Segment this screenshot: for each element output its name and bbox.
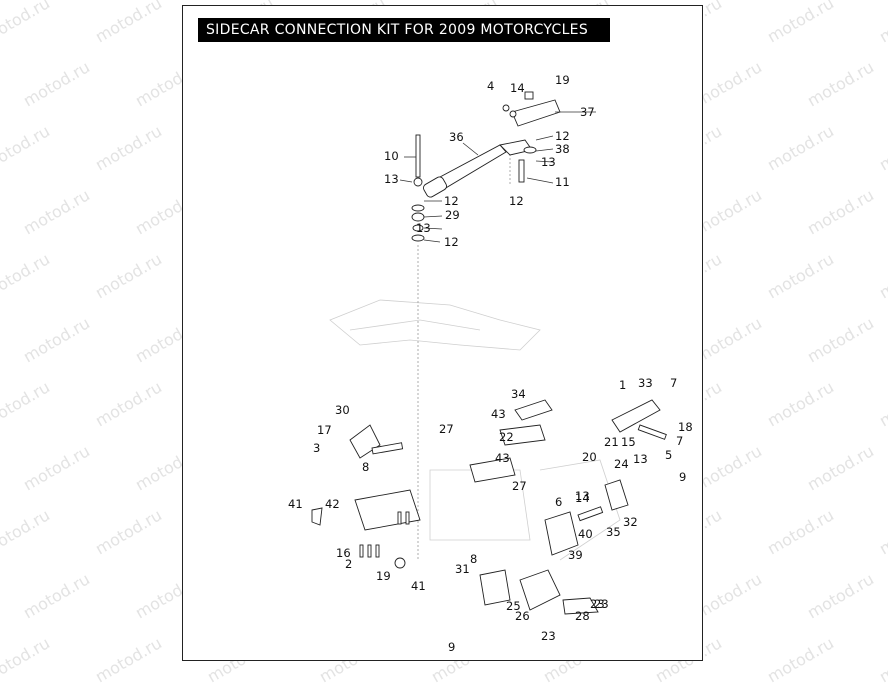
part-callout-11: 11: [555, 175, 570, 189]
part-callout-31: 31: [455, 562, 470, 576]
part-callout-6: 6: [555, 495, 562, 509]
part-callout-29: 29: [445, 208, 460, 222]
part-callout-33: 33: [638, 376, 653, 390]
part-callout-3: 3: [313, 441, 320, 455]
part-callout-13: 13: [541, 155, 556, 169]
part-callout-15: 15: [621, 435, 636, 449]
part-callout-12: 12: [444, 194, 459, 208]
part-callout-13: 13: [416, 221, 431, 235]
part-callout-23: 23: [594, 597, 609, 611]
bolt-group-left: [359, 511, 410, 558]
part-callout-5: 5: [665, 448, 672, 462]
part-callout-13: 13: [575, 489, 590, 503]
part-callout-7: 7: [670, 376, 677, 390]
part-callout-14: 14: [510, 81, 525, 95]
part-callout-8: 8: [470, 552, 477, 566]
part-callout-16: 16: [336, 546, 351, 560]
part-callout-20: 20: [582, 450, 597, 464]
part-callout-13: 13: [384, 172, 399, 186]
part-callout-19: 19: [376, 569, 391, 583]
part-callout-24: 24: [614, 457, 629, 471]
part-callout-9: 9: [679, 470, 686, 484]
part-callout-41: 41: [411, 579, 426, 593]
part-callout-2: 2: [345, 557, 352, 571]
diagram-title: SIDECAR CONNECTION KIT FOR 2009 MOTORCYC…: [198, 18, 610, 42]
part-callout-23: 23: [541, 629, 556, 643]
part-callout-14: 14: [575, 491, 590, 505]
part-callout-4: 4: [487, 79, 494, 93]
part-callout-13: 13: [633, 452, 648, 466]
dashed-leader-lines: [417, 150, 511, 560]
part-callout-28: 28: [575, 609, 590, 623]
part-callout-37: 37: [580, 105, 595, 119]
part-callout-39: 39: [568, 548, 583, 562]
part-callout-21: 21: [604, 435, 619, 449]
part-callout-23: 23: [590, 597, 605, 611]
part-callout-40: 40: [578, 527, 593, 541]
part-callout-43: 43: [491, 407, 506, 421]
part-callout-36: 36: [449, 130, 464, 144]
part-callout-27: 27: [439, 422, 454, 436]
callout-leaders: [399, 111, 596, 243]
part-callout-41: 41: [288, 497, 303, 511]
part-callout-25: 25: [506, 599, 521, 613]
part-callout-43: 43: [495, 451, 510, 465]
lower-center-assembly: [469, 399, 667, 615]
part-callout-32: 32: [623, 515, 638, 529]
part-callout-10: 10: [384, 149, 399, 163]
part-callout-26: 26: [515, 609, 530, 623]
part-callout-19: 19: [555, 73, 570, 87]
part-callout-12: 12: [509, 194, 524, 208]
part-callout-27: 27: [512, 479, 527, 493]
part-callout-42: 42: [325, 497, 340, 511]
part-callout-8: 8: [362, 460, 369, 474]
diagram-frame: [182, 5, 703, 661]
part-callout-30: 30: [335, 403, 350, 417]
part-callout-7: 7: [676, 434, 683, 448]
part-callout-34: 34: [511, 387, 526, 401]
part-callout-18: 18: [678, 420, 693, 434]
part-callout-22: 22: [499, 430, 514, 444]
part-callout-17: 17: [317, 423, 332, 437]
lower-left-bracket-assembly: [311, 424, 421, 569]
part-callout-12: 12: [444, 235, 459, 249]
part-callout-9: 9: [448, 640, 455, 654]
part-callout-38: 38: [555, 142, 570, 156]
part-callout-12: 12: [555, 129, 570, 143]
part-callout-35: 35: [606, 525, 621, 539]
tie-rod-assembly: [411, 91, 561, 242]
part-callout-1: 1: [619, 378, 626, 392]
